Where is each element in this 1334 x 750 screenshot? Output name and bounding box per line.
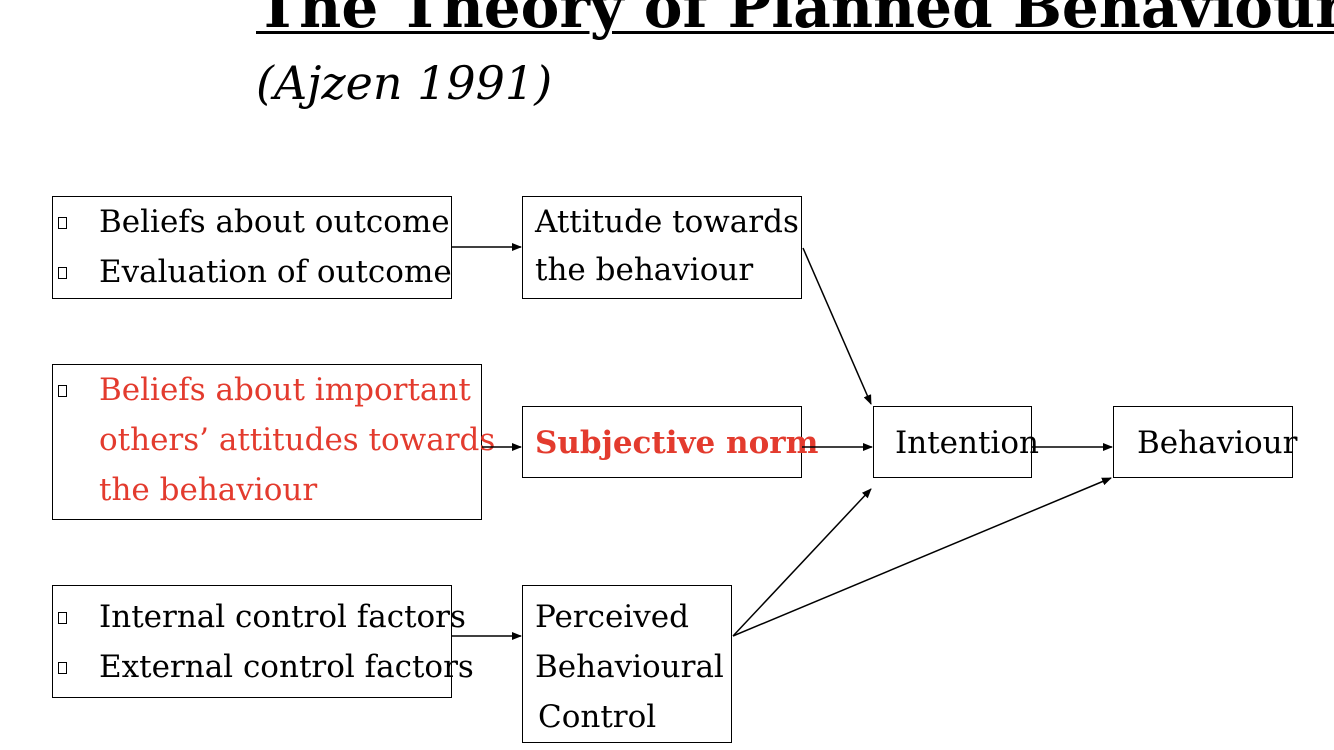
intention-box: Intention [873,406,1039,478]
bullet-label: the behaviour [99,472,318,508]
diagram-subtitle: (Ajzen 1991) [256,56,553,110]
intention-label: Intention [895,425,1039,461]
bullet-label: Beliefs about important [99,372,471,408]
bullet-continuation: the behaviour [53,465,481,515]
bullet-square-icon [58,267,67,279]
behaviour-box: Behaviour [1113,406,1298,478]
bullet-label: External control factors [99,649,474,685]
attitude-line: the behaviour [535,252,754,288]
pbc-line: Behavioural [535,649,724,685]
subjective-norm-label: Subjective norm [535,425,819,461]
pbc-box: Perceived Behavioural Control [522,585,732,743]
bullet-label: others’ attitudes towards [99,422,496,458]
behaviour-label: Behaviour [1137,425,1298,461]
pbc-line: Perceived [535,599,689,635]
bullet-item: Beliefs about important [53,365,481,415]
bullet-item: External control factors [53,642,474,692]
bullet-square-icon [58,662,67,674]
bullet-square-icon [58,385,67,397]
bullet-label: Internal control factors [99,599,466,635]
arrow-attitude-to-intention [802,247,872,405]
pbc-line: Control [538,699,657,735]
normative-beliefs-box: Beliefs about important others’ attitude… [52,364,495,520]
bullet-continuation: others’ attitudes towards [53,415,495,465]
control-factors-box: Internal control factors External contro… [52,585,474,698]
bullet-label: Evaluation of outcome [99,254,452,290]
attitude-line: Attitude towards [535,204,799,240]
attitude-box: Attitude towards the behaviour [522,196,802,299]
bullet-item: Beliefs about outcome [53,197,451,247]
arrow-pbc-to-behaviour [732,477,1112,637]
bullet-label: Beliefs about outcome [99,204,450,240]
diagram-title: The Theory of Planned Behaviour [256,0,1334,41]
bullet-square-icon [58,612,67,624]
bullet-square-icon [58,217,67,229]
bullet-item: Internal control factors [53,592,466,642]
bullet-item: Evaluation of outcome [53,247,452,297]
beliefs-outcome-box: Beliefs about outcome Evaluation of outc… [52,196,452,299]
subjective-norm-box: Subjective norm [522,406,819,478]
arrow-pbc-to-intention [732,488,872,637]
